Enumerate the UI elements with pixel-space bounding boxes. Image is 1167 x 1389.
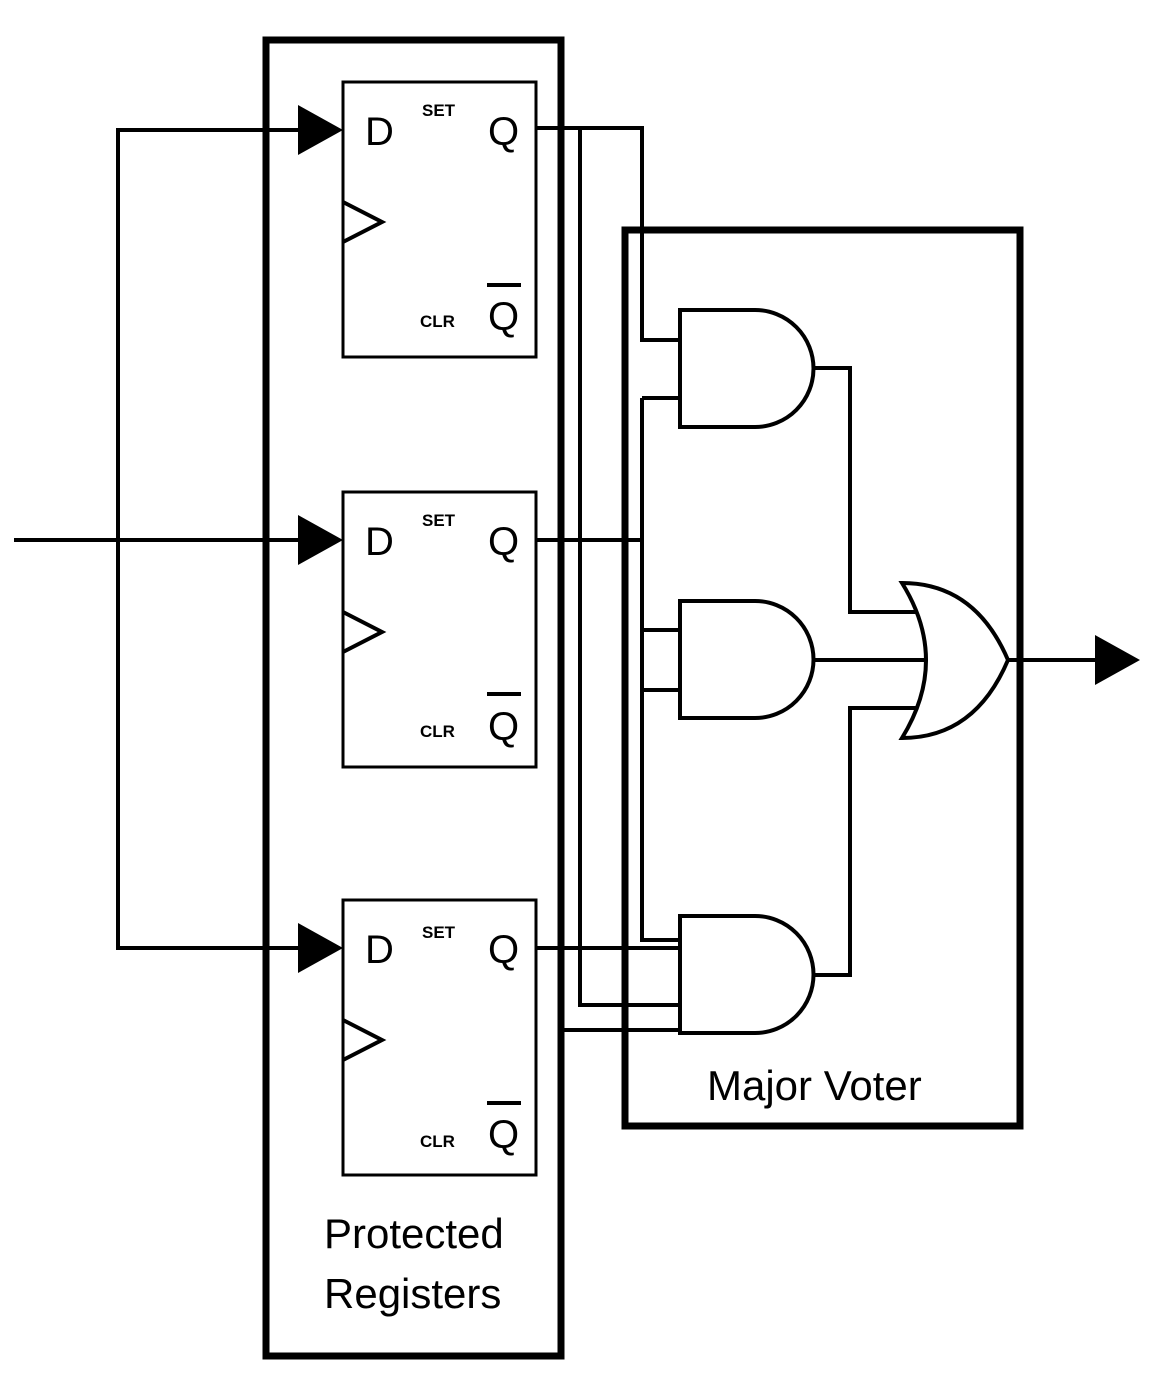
set-pin-label: SET	[422, 923, 456, 942]
registers-label-line2: Registers	[324, 1270, 501, 1317]
voter-label: Major Voter	[707, 1062, 922, 1109]
clr-pin-label: CLR	[420, 312, 455, 331]
d-pin-label: D	[365, 928, 394, 972]
flip-flop-2: D Q SET CLR Q	[341, 490, 538, 769]
set-pin-label: SET	[422, 101, 456, 120]
input-arrow-ff2	[298, 515, 343, 565]
clock-triangle-icon	[342, 1018, 387, 1062]
qbar-pin-label: Q	[488, 295, 519, 339]
flip-flop-1: D Q SET CLR Q	[341, 80, 538, 359]
q-pin-label: Q	[488, 928, 519, 972]
clr-pin-label: CLR	[420, 1132, 455, 1151]
q1-branch-a	[558, 128, 680, 1032]
q1-branch-b	[578, 128, 680, 1007]
set-pin-label: SET	[422, 511, 456, 530]
q-pin-label: Q	[488, 110, 519, 154]
or-gate	[898, 580, 1011, 741]
registers-label-line1: Protected	[324, 1210, 504, 1257]
input-branch-top	[116, 128, 300, 950]
d-pin-label: D	[365, 110, 394, 154]
q-pin-label: Q	[488, 520, 519, 564]
input-arrow-ff1	[298, 105, 343, 155]
major-voter-frame	[621, 226, 1024, 1130]
and-gate-2	[678, 599, 816, 720]
output-arrow	[1095, 635, 1140, 685]
and1-output-wire	[813, 366, 918, 614]
clock-triangle-icon	[342, 610, 387, 654]
and-gate-1	[678, 308, 816, 429]
qbar-pin-label: Q	[488, 1113, 519, 1157]
qbar-pin-label: Q	[488, 705, 519, 749]
flip-flop-3: D Q SET CLR Q	[341, 898, 538, 1177]
d-pin-label: D	[365, 520, 394, 564]
voter-wiring	[536, 126, 680, 1032]
and3-output-wire	[813, 706, 918, 977]
input-wiring	[14, 105, 343, 973]
clock-triangle-icon	[342, 200, 387, 244]
and-gate-3	[678, 914, 816, 1035]
clr-pin-label: CLR	[420, 722, 455, 741]
input-arrow-ff3	[298, 923, 343, 973]
q1-wire	[536, 126, 680, 342]
q2-vertical	[640, 398, 680, 942]
